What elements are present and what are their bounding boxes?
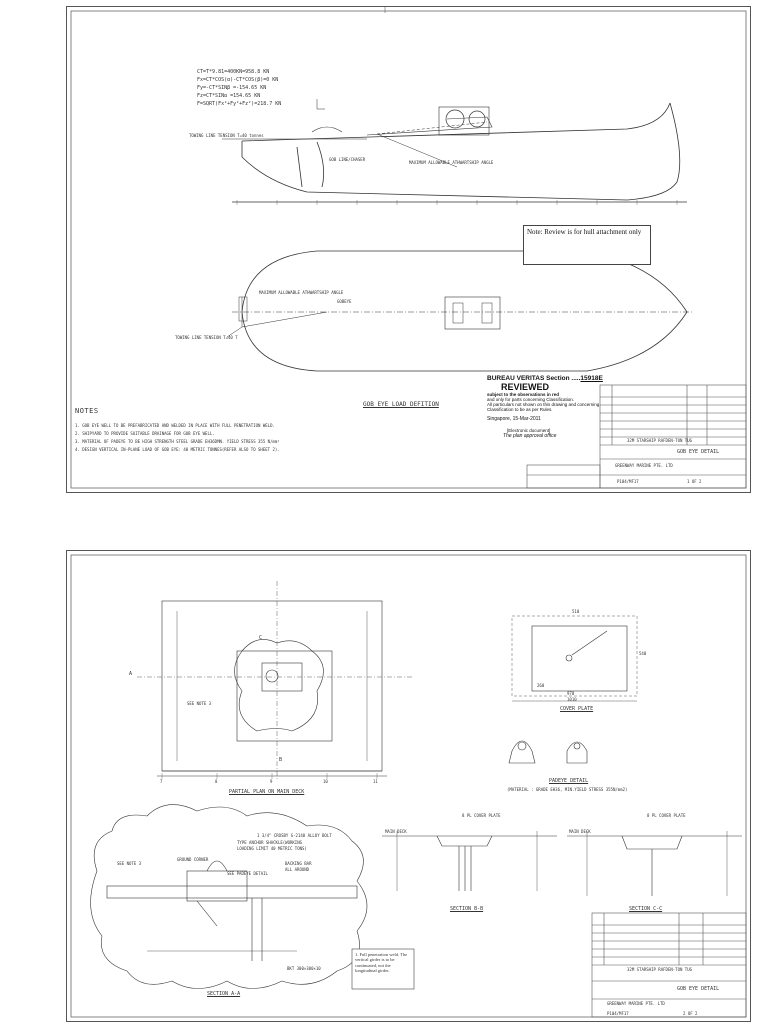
note-3: 3. MATERIAL OF PADEYE TO BE HIGH STRENGT…	[75, 439, 280, 444]
project-name-2: 32M STARSHIP RAFDEN-TON TUG	[627, 967, 693, 972]
drawing-sheet-2: PARTIAL PLAN ON MAIN DECK SEE NOTE 3 A B…	[66, 550, 751, 1022]
dim-b-label: B	[279, 757, 283, 763]
backing-bar: BACKING BAR	[285, 861, 312, 866]
frame-10: 10	[323, 779, 328, 784]
sheet-no-1: 1 OF 2	[687, 479, 702, 484]
bolt-note-2: TYPE ANCHOR SHACKLE(WORKING	[237, 840, 303, 845]
note-4: 4. DESIGN VERTICAL IN-PLANE LOAD OF GOB …	[75, 447, 280, 452]
drawing-no-1: P104/MF17	[617, 479, 639, 484]
cover-plate-b: 8 PL COVER PLATE	[462, 813, 501, 818]
bv-line1: subject to the observations in red	[487, 392, 560, 397]
cover-plate-view	[511, 615, 638, 702]
sheet1-drawing	[70, 7, 747, 489]
towing-line-plan-label: TOWING LINE TENSION T=40 T	[175, 335, 238, 340]
dim-a-left: A	[129, 671, 133, 677]
project-name-1: 32M STARSHIP RAFDEN-TON TUG	[627, 438, 693, 443]
section-aa-title: SECTION A-A	[207, 991, 241, 997]
dim-c-label: C	[259, 635, 263, 641]
padeye-detail-view	[508, 740, 588, 764]
company-1: GREENWAY MARINE PTE. LTD	[615, 463, 673, 468]
drawing-title-1: GOB EYE DETAIL	[677, 449, 720, 455]
frame-11: 11	[373, 779, 378, 784]
section-bb-view	[382, 831, 557, 891]
max-angle-plan-label: MAXIMUM ALLOWABLE ATHWARTSHIP ANGLE	[259, 290, 344, 295]
bv-line4: Classification to be as per Rules.	[487, 407, 553, 412]
notes-heading: NOTES	[75, 407, 99, 415]
bv-line3: All particulars not shown on this drawin…	[487, 402, 600, 407]
section-bb-title: SECTION B-B	[450, 906, 484, 912]
formula-5: F=SQRT(Fx²+Fy²+Fz²)=218.7 KN	[197, 101, 282, 107]
cover-dim-3: 1010	[567, 697, 577, 702]
max-angle-label: MAXIMUM ALLOWABLE ATHWARTSHIP ANGLE	[409, 160, 494, 165]
company-2: GREENWAY MARINE PTE. LTD	[607, 1001, 665, 1006]
bv-stamp: BUREAU VERITAS Section .....15918E REVIE…	[487, 375, 627, 439]
cover-plate-title: COVER PLATE	[560, 706, 594, 712]
bv-reviewed: REVIEWED	[501, 382, 550, 392]
cover-dim-2: 970	[567, 691, 575, 696]
note-1: 1. GOB EYE WELL TO BE PREFABRICATED AND …	[75, 423, 275, 428]
drawing-title-2: GOB EYE DETAIL	[677, 986, 720, 992]
all-around: ALL AROUND	[285, 867, 310, 872]
ground-corner: GROUND CORNER	[177, 857, 209, 862]
see-padeye: SEE PADEYE DETAIL	[227, 871, 268, 876]
bv-number: 15918E	[580, 375, 603, 382]
drawing-no-2: P104/MF17	[607, 1011, 629, 1016]
weld-note: 1. Full penetration weld. The vertical g…	[355, 952, 408, 974]
towing-line-label: TOWING LINE TENSION T=40 tonnes	[189, 133, 264, 138]
formula-1: CT=T*9.81=400KN=958.8 KN	[197, 69, 270, 75]
gobeye-label: GOBEYE	[337, 299, 352, 304]
sheet-no-2: 2 OF 2	[683, 1011, 698, 1016]
section-cc-title: SECTION C-C	[629, 906, 663, 912]
cover-plate-c: 8 PL COVER PLATE	[647, 813, 686, 818]
frame-7: 7	[160, 779, 163, 784]
frame-9: 9	[270, 779, 273, 784]
sheet2-drawing	[70, 554, 747, 1018]
hull-plan-view	[226, 250, 692, 372]
bv-electronic: [Electronic document]	[507, 428, 551, 433]
bv-date: Singapore, 15-Mar-2011	[487, 416, 541, 422]
formula-2: Fx=CT*COS(α)-CT*COS(β)=0 KN	[197, 77, 279, 83]
see-note3: SEE NOTE 3	[117, 861, 142, 866]
cover-dim-4: 540	[639, 651, 647, 656]
bkt-label: BKT 300×300×10	[287, 966, 321, 971]
formula-4: Fz=CT*SINα =154.65 KN	[197, 93, 261, 99]
partial-plan-view	[137, 581, 412, 781]
bolt-note: 1 3/4" CROSBY G-2140 ALLOY BOLT	[257, 833, 332, 838]
title-block-2	[591, 912, 747, 1018]
main-deck-b: MAIN DECK	[385, 829, 407, 834]
cover-dim-5: 260	[537, 683, 545, 688]
bv-line2: and only for parts concerning Classifica…	[487, 397, 575, 402]
load-definition-title: GOB EYE LOAD DEFITION	[363, 401, 439, 408]
review-note: Note: Review is for hull attachment only	[523, 225, 651, 265]
weld-note-box	[351, 948, 415, 990]
padeye-detail-title: PADEYE DETAIL	[549, 778, 589, 784]
partial-plan-title: PARTIAL PLAN ON MAIN DECK	[229, 789, 305, 795]
bv-office: The plan approval office	[503, 433, 557, 439]
note-2: 2. SHIPYARD TO PROVIDE SUITABLE DRAINAGE…	[75, 431, 215, 436]
see-note-label: SEE NOTE 3	[187, 701, 212, 706]
frame-8: 8	[215, 779, 218, 784]
cover-dim-1: 510	[572, 609, 580, 614]
formula-3: Fy=-CT*SINβ =-154.65 KN	[197, 85, 267, 91]
title-block-1	[526, 384, 747, 489]
section-aa-view	[90, 804, 368, 989]
section-cc-view	[567, 831, 742, 896]
drawing-sheet-1: CT=T*9.81=400KN=958.8 KN Fx=CT*COS(α)-CT…	[66, 6, 751, 493]
bv-title: BUREAU VERITAS Section .....	[487, 375, 581, 382]
main-deck-c: MAIN DECK	[569, 829, 591, 834]
gob-line-label: GOB LINE/CHASER	[329, 157, 366, 162]
hull-side-view	[222, 99, 687, 203]
bolt-note-3: LOADING LIMIT 40 METRIC TONS)	[237, 846, 307, 851]
padeye-material: (MATERIAL : GRADE EH36, MIN.YIELD STRESS…	[507, 787, 628, 792]
